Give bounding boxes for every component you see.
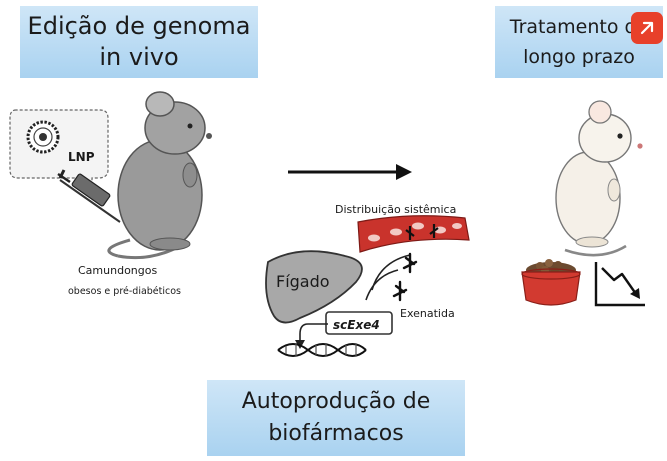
- exenatide-peptide-icon: [392, 252, 418, 302]
- title-self-production-line2: biofármacos: [268, 421, 404, 446]
- liver-label: Fígado: [276, 272, 330, 291]
- lnp-label: LNP: [68, 150, 95, 164]
- white-mouse-icon: [555, 100, 643, 257]
- distribution-arrows: [365, 254, 411, 301]
- blood-vessel-icon: [357, 215, 470, 253]
- gene-box: [325, 311, 393, 335]
- exenatide-label: Exenatida: [400, 307, 455, 320]
- dna-helix-icon: [277, 343, 367, 357]
- mice-label: Camundongos: [78, 264, 158, 277]
- title-self-production: Autoprodução de biofármacos: [207, 380, 465, 456]
- title-self-production-line1: Autoprodução de: [241, 389, 431, 414]
- syringe-icon: [57, 169, 121, 223]
- title-genome-editing: Edição de genoma in vivo: [20, 6, 258, 78]
- external-link-icon: [640, 21, 654, 35]
- title-genome-editing-line2: in vivo: [99, 43, 179, 71]
- progress-arrow: [288, 164, 412, 180]
- gene-label: scExe4: [333, 318, 380, 332]
- title-long-term-line1: Tratamento de: [509, 16, 649, 38]
- lnp-particle-icon: [26, 120, 60, 154]
- title-genome-editing-line1: Edição de genoma: [27, 12, 251, 40]
- mice-subtitle-label: obesos e pré-diabéticos: [68, 286, 181, 297]
- liver-icon: [265, 250, 363, 324]
- gray-mouse-icon: [107, 91, 212, 260]
- food-bowl-icon: [521, 259, 581, 306]
- decreasing-trend-icon: [594, 262, 645, 307]
- open-external-button[interactable]: [631, 12, 663, 44]
- title-long-term-line2: longo prazo: [523, 46, 635, 68]
- distribution-label: Distribuição sistêmica: [335, 203, 457, 216]
